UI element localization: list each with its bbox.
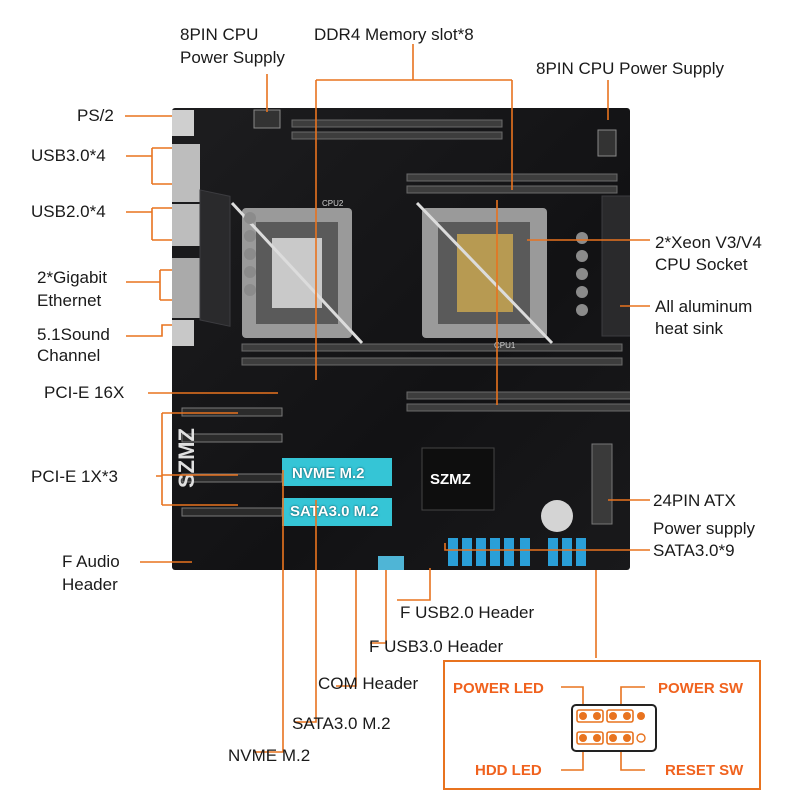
sound-label-2: Channel <box>37 346 101 365</box>
heatsink-left <box>199 189 231 327</box>
faudio-label-2: Header <box>62 575 118 594</box>
cpu1-label: CPU1 <box>494 341 516 350</box>
board-brand: SZMZ <box>174 428 199 488</box>
xeon-label-1: 2*Xeon V3/V4 <box>655 233 762 252</box>
heatsink-label-1: All aluminum <box>655 297 753 316</box>
front-panel-diagram: POWER LED POWER SW HDD LED RESET SW <box>443 660 761 790</box>
xeon-label-2: CPU Socket <box>655 255 748 274</box>
power-led-label: POWER LED <box>453 680 544 697</box>
usb3-header <box>378 556 404 570</box>
sata9-label: SATA3.0*9 <box>653 541 735 560</box>
cpu2-label: CPU2 <box>322 199 344 208</box>
nvme-slot-label: NVME M.2 <box>292 465 365 482</box>
cpu-power-right <box>597 129 617 157</box>
usb3-label: USB3.0*4 <box>31 146 106 165</box>
nvme-label: NVME M.2 <box>228 746 311 765</box>
cpu2-socket <box>230 201 364 345</box>
cpu1-socket <box>415 201 554 345</box>
sata-m2-card <box>282 498 392 526</box>
faudio-label-1: F Audio <box>62 552 120 571</box>
atx-connector <box>591 443 613 525</box>
ddr4-label: DDR4 Memory slot*8 <box>314 25 474 44</box>
pcie1-label: PCI-E 1X*3 <box>31 467 118 486</box>
pcie16-label: PCI-E 16X <box>44 383 125 402</box>
front-panel-pins <box>561 686 657 771</box>
usb2-label: USB2.0*4 <box>31 202 106 221</box>
cpu-power-left-label-2: Power Supply <box>180 48 285 67</box>
chipset-brand: SZMZ <box>430 471 471 488</box>
chipset-heatsink <box>421 447 495 511</box>
cpu-power-left-label-1: 8PIN CPU <box>180 25 259 44</box>
ethernet-label-2: Ethernet <box>37 291 102 310</box>
power-sw-label: POWER SW <box>658 680 743 697</box>
ethernet-label-1: 2*Gigabit <box>37 268 107 287</box>
ps2-label: PS/2 <box>77 106 114 125</box>
atx-label-2: Power supply <box>653 519 756 538</box>
cpu-power-right-label: 8PIN CPU Power Supply <box>536 59 725 78</box>
sound-label-1: 5.1Sound <box>37 325 110 344</box>
fusb3-label: F USB3.0 Header <box>369 637 504 656</box>
fusb2-label: F USB2.0 Header <box>400 603 535 622</box>
sata-m2-slot-label: SATA3.0 M.2 <box>290 503 379 520</box>
heatsink-label-2: heat sink <box>655 319 724 338</box>
sata-m2-label: SATA3.0 M.2 <box>292 714 391 733</box>
nvme-card <box>282 458 392 486</box>
hdd-led-label: HDD LED <box>475 762 542 779</box>
reset-sw-label: RESET SW <box>665 762 744 779</box>
capacitor <box>541 500 573 532</box>
atx-label-1: 24PIN ATX <box>653 491 736 510</box>
com-label: COM Header <box>318 674 419 693</box>
